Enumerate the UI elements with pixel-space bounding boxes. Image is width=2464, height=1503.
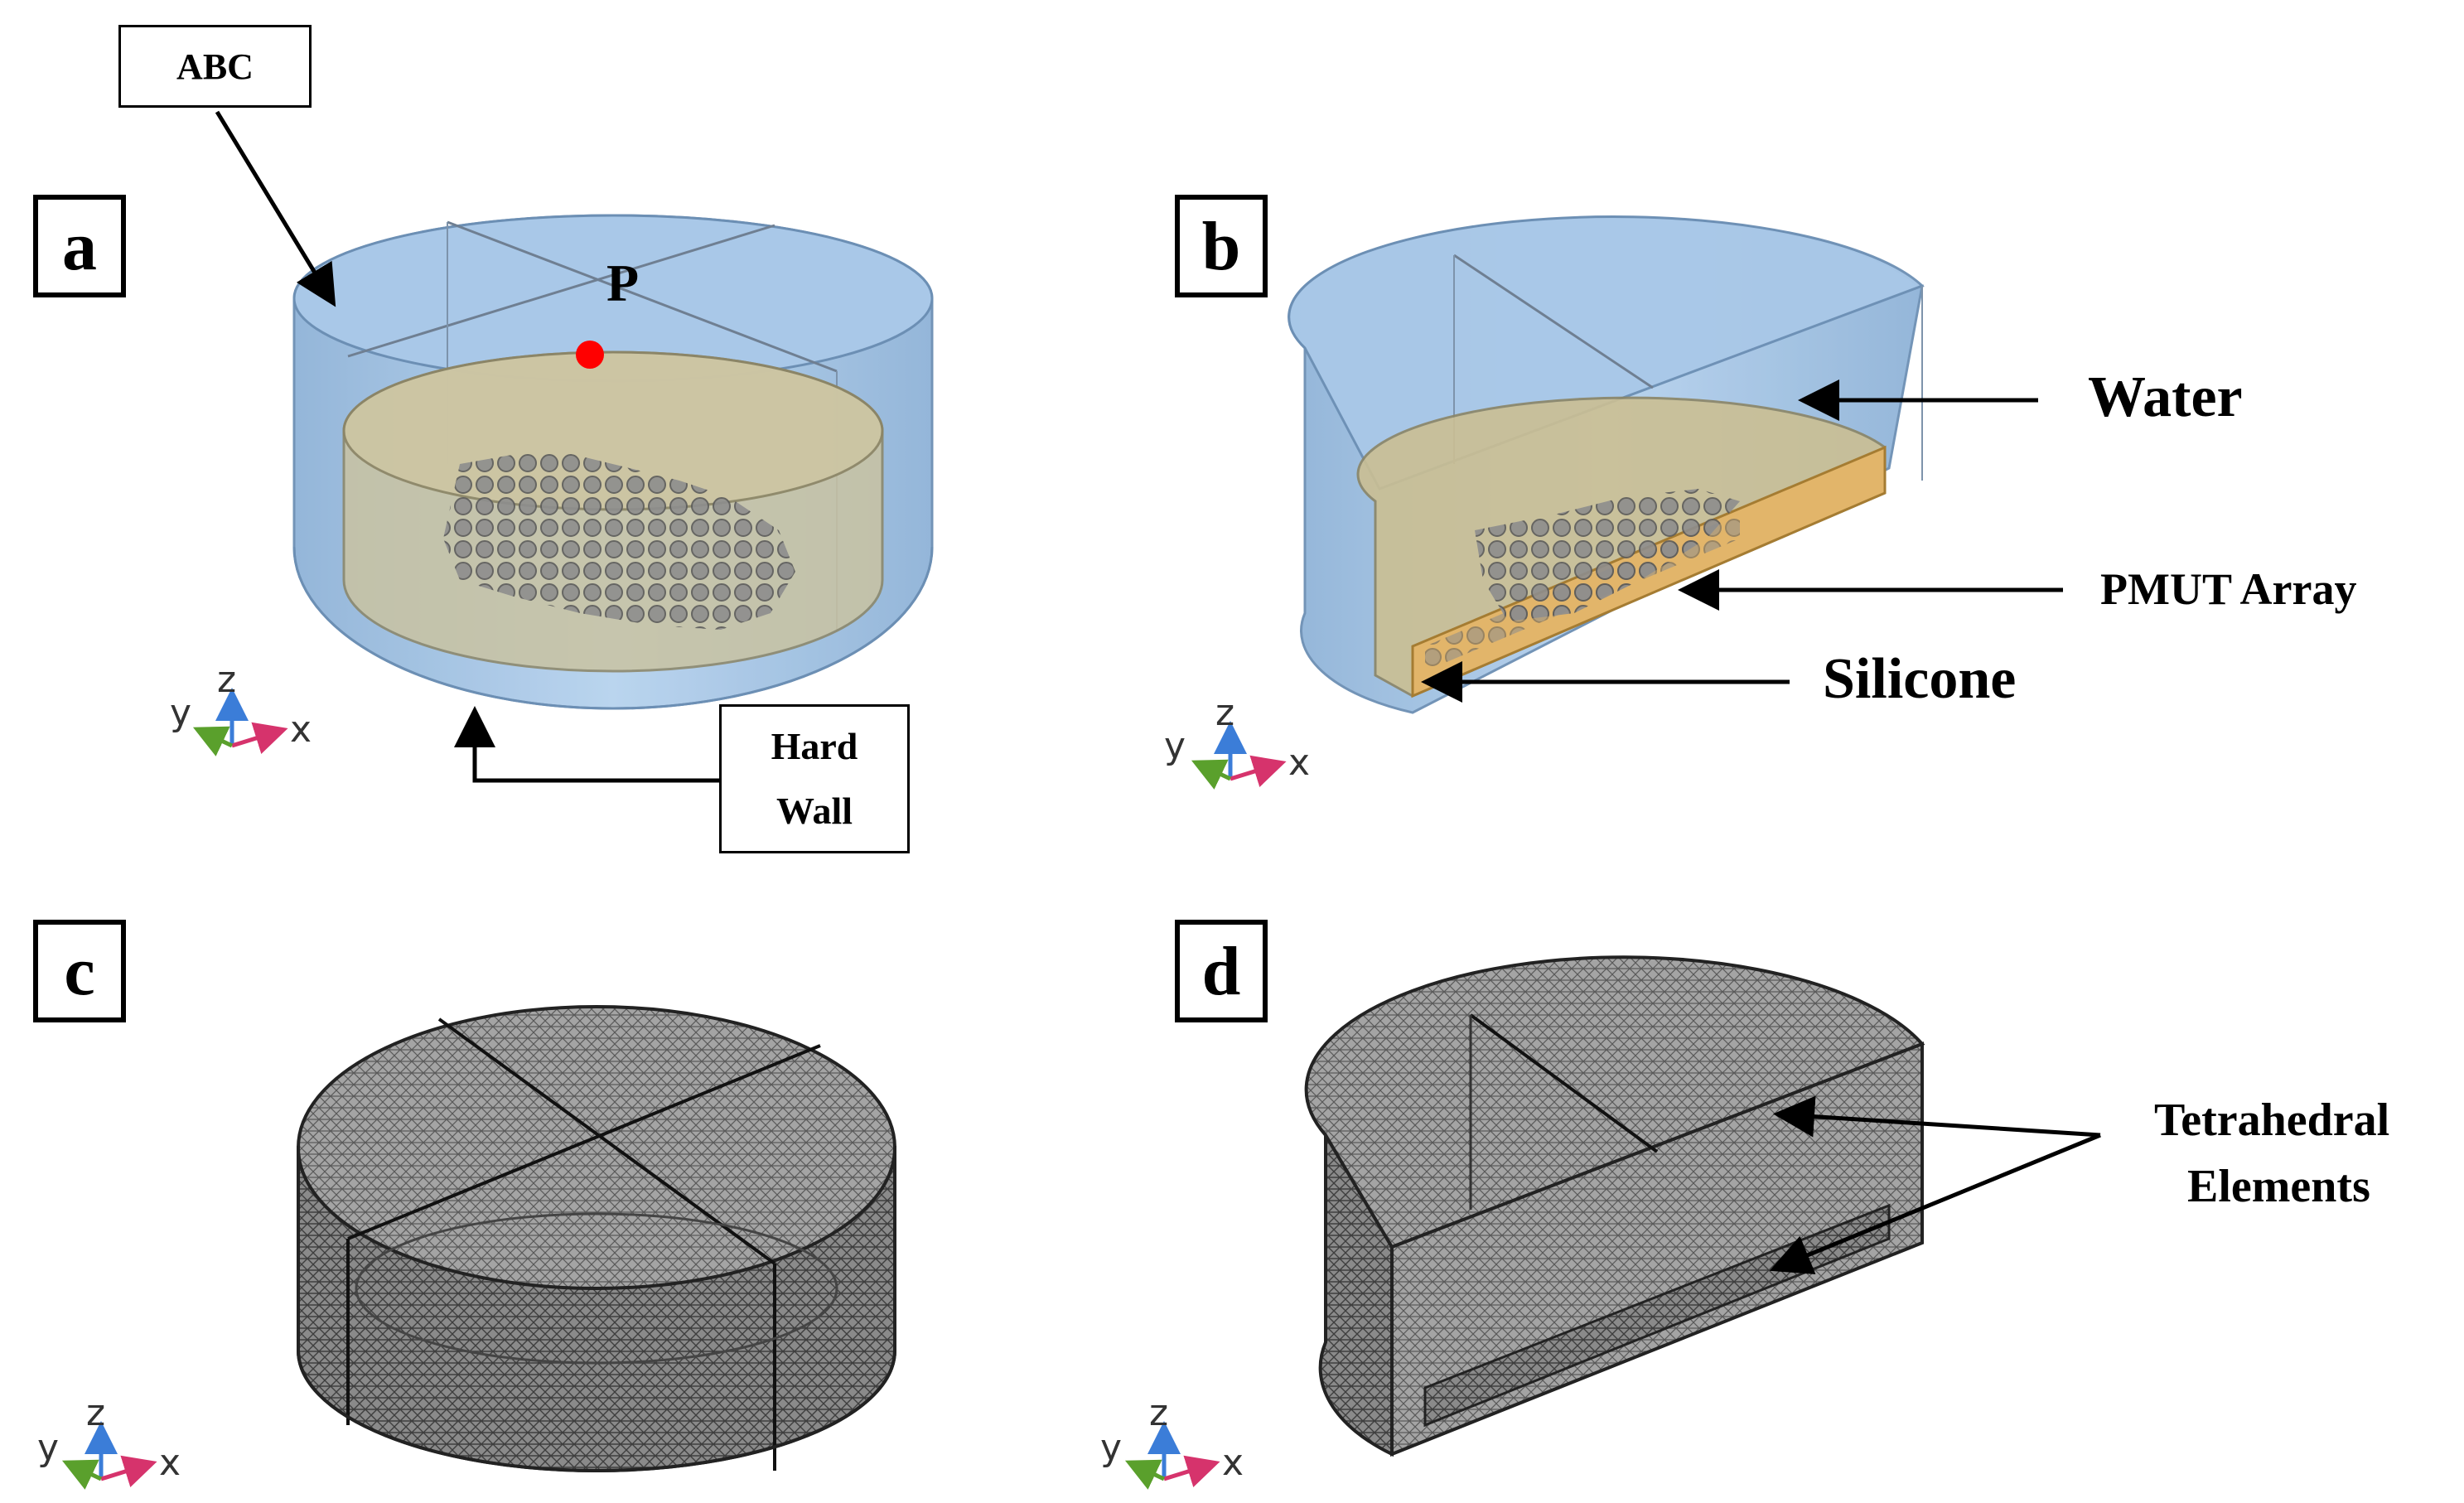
axis-y-label: y [1164,725,1186,767]
axis-y-label: y [37,1427,59,1469]
half-pmut-cluster [1475,489,1740,621]
panel-a-model [215,110,934,783]
axis-z-label: z [217,659,236,701]
tetra-arrow-1 [1773,1095,2101,1138]
hard-wall-arrow [454,706,723,783]
axis-x-label: x [290,708,312,751]
panel-label-a: a [33,195,126,297]
axis-triad-d [1124,1421,1220,1490]
axis-y-label: y [170,692,191,734]
mesh-cylinder-top [297,1005,896,1290]
axis-y-label: y [1100,1427,1122,1469]
axis-x-label: x [159,1442,181,1484]
axis-x-label: x [1288,742,1310,784]
axis-x-label: x [1222,1442,1244,1484]
silicone-label: Silicone [1823,647,2017,711]
pmut-array-cluster [443,452,795,630]
axis-triad-a [192,688,288,756]
pmut-array-label: PMUT Array [2100,564,2357,614]
abc-label-box: ABC [118,25,312,108]
tetrahedral-label-line2: Elements [2187,1161,2370,1212]
axis-triad-c [61,1421,157,1490]
half-mesh-top [1304,955,1925,1249]
hard-wall-label-line2: Wall [775,790,853,832]
point-p-marker [576,341,604,369]
axis-z-label: z [1215,692,1234,734]
panel-d-model [1304,955,2101,1457]
panel-label-d: d [1175,920,1268,1022]
tetrahedral-label-line1: Tetrahedral [2154,1095,2390,1146]
half-mesh-side [1318,1128,1394,1457]
panel-b-model [1288,215,2063,714]
axis-z-label: z [1149,1392,1168,1434]
abc-arrow [215,110,336,307]
panel-label-c: c [33,920,126,1022]
abc-label: ABC [176,46,254,87]
axis-triad-b [1191,721,1287,790]
axis-z-label: z [86,1392,105,1434]
hard-wall-label-line1: Hard [771,725,858,767]
tetra-arrow-2 [1769,1133,2101,1274]
point-p-label: P [606,254,640,312]
panel-label-b: b [1175,195,1268,297]
panel-c-model [297,1005,896,1472]
hard-wall-label-box: Hard Wall [719,704,910,853]
water-label: Water [2088,365,2243,429]
